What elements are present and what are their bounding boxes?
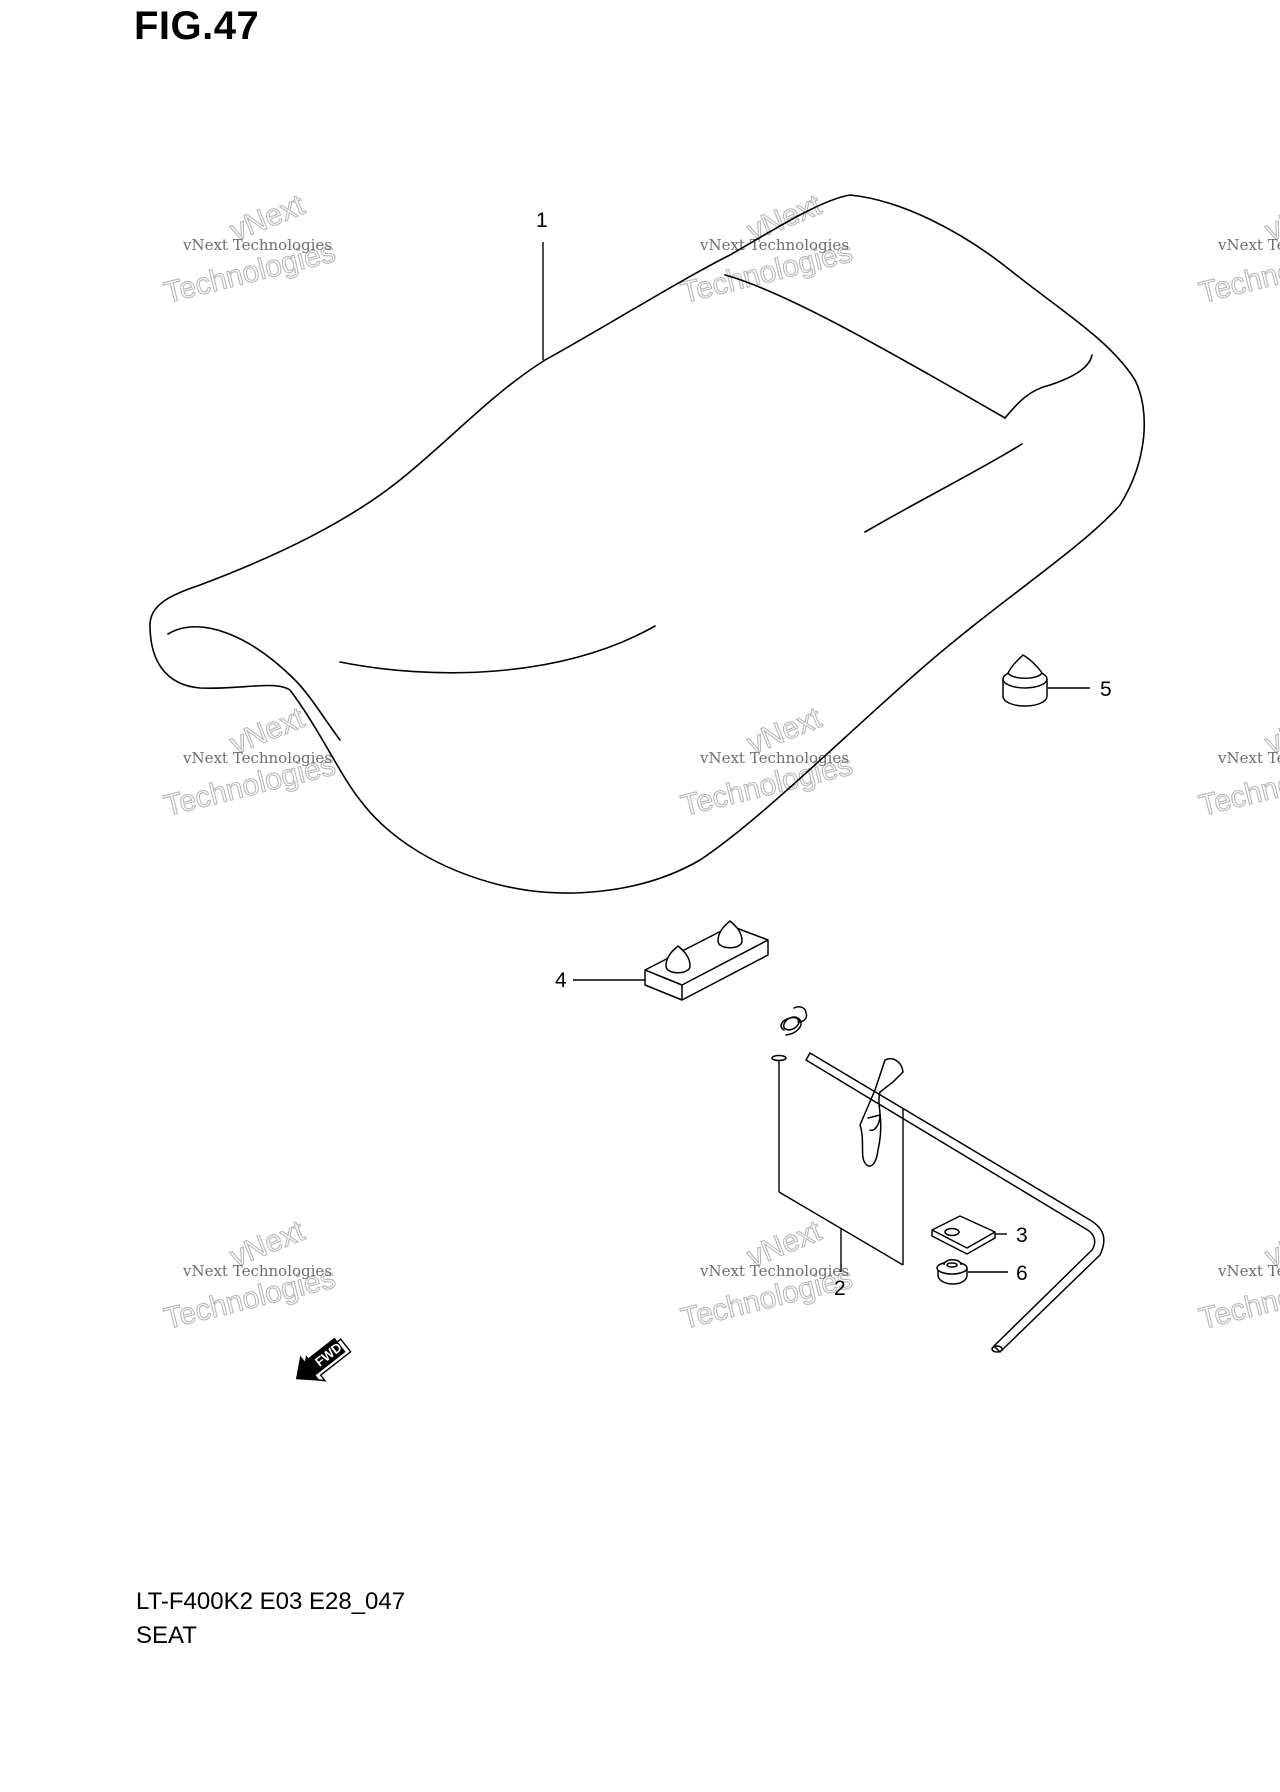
spring-end bbox=[771, 1054, 787, 1062]
lock-spring bbox=[780, 1006, 808, 1036]
rod-end bbox=[991, 1345, 1003, 1353]
callout-5-label: 5 bbox=[1100, 678, 1112, 701]
callout-3-label: 3 bbox=[1016, 1224, 1028, 1247]
watermarks: vNext Technologies vNext Technologies vN… bbox=[160, 188, 1280, 1337]
seat-assembly bbox=[149, 194, 1146, 894]
svg-text:vNext Technologies: vNext Technologies bbox=[1217, 236, 1280, 254]
cushion-plate-part bbox=[644, 920, 769, 1001]
watermark: vNext Technologies vNext Technologies bbox=[1195, 188, 1280, 311]
seat-rear-edge bbox=[864, 443, 1023, 533]
figure-title: FIG.47 bbox=[134, 4, 260, 48]
callout-2-label: 2 bbox=[834, 1277, 846, 1300]
lock-plate-part bbox=[931, 1215, 996, 1255]
watermark: vNext Technologies vNext Technologies bbox=[160, 701, 339, 824]
svg-text:vNext Technologies: vNext Technologies bbox=[182, 236, 332, 254]
svg-text:vNext Technologies: vNext Technologies bbox=[699, 236, 849, 254]
watermark: vNext Technologies vNext Technologies bbox=[160, 188, 339, 311]
lock-rod bbox=[805, 1052, 1105, 1353]
watermark: vNext Technologies vNext Technologies bbox=[677, 701, 856, 824]
forward-arrow-icon: FWD bbox=[295, 1337, 352, 1382]
watermark: vNext Technologies vNext Technologies bbox=[1195, 1214, 1280, 1337]
watermark: vNext Technologies vNext Technologies bbox=[677, 188, 856, 311]
seat-outline bbox=[149, 194, 1146, 894]
svg-text:vNext Technologies: vNext Technologies bbox=[1217, 749, 1280, 767]
lock-hook bbox=[859, 1058, 904, 1167]
watermark: vNext Technologies vNext Technologies bbox=[677, 1214, 856, 1337]
seat-lock-assembly bbox=[771, 1006, 1105, 1353]
seat-front-lip bbox=[167, 626, 341, 741]
seat-rear-hump bbox=[1004, 354, 1093, 419]
callout-6-label: 6 bbox=[1016, 1262, 1028, 1285]
watermark: vNext Technologies vNext Technologies bbox=[160, 1214, 339, 1337]
seat-crease bbox=[339, 625, 656, 674]
callout-2-leader bbox=[778, 1060, 904, 1272]
watermark: vNext Technologies vNext Technologies bbox=[1195, 701, 1280, 824]
svg-text:vNext Technologies: vNext Technologies bbox=[699, 1262, 849, 1280]
svg-text:vNext Technologies: vNext Technologies bbox=[182, 1262, 332, 1280]
model-code: LT-F400K2 E03 E28_047 bbox=[136, 1588, 406, 1615]
callout-1-label: 1 bbox=[536, 209, 548, 232]
seat-rear-crown bbox=[724, 274, 1006, 419]
callout-4-label: 4 bbox=[555, 969, 567, 992]
nut-part bbox=[936, 1259, 968, 1285]
cushion-stopper-part bbox=[1002, 654, 1048, 707]
svg-text:vNext Technologies: vNext Technologies bbox=[1217, 1262, 1280, 1280]
svg-text:vNext Technologies: vNext Technologies bbox=[699, 749, 849, 767]
section-name: SEAT bbox=[136, 1622, 197, 1649]
svg-text:vNext Technologies: vNext Technologies bbox=[182, 749, 332, 767]
